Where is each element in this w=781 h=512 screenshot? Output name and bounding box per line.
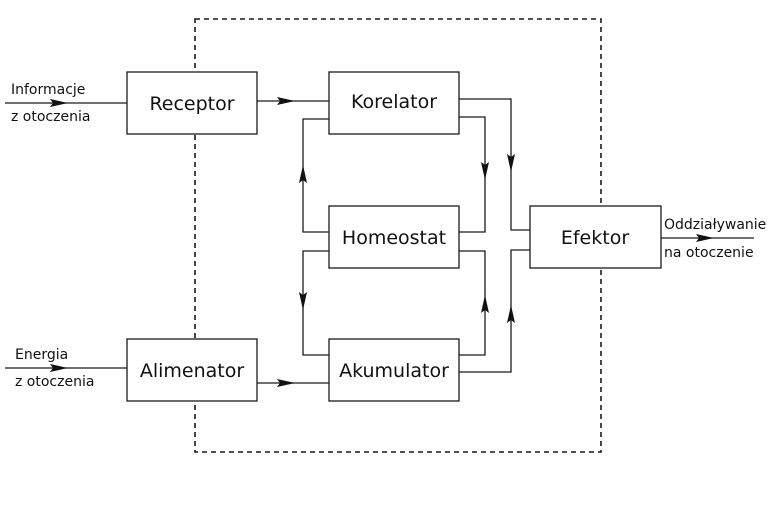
block-korelator: Korelator: [328, 71, 460, 135]
akumulator-homeostat-line: [459, 250, 486, 356]
info-label-line1: Informacje: [11, 82, 85, 98]
effect-label-line1: Oddziaływanie: [664, 217, 766, 233]
block-homeostat: Homeostat: [328, 205, 460, 269]
korelator-label: Korelator: [351, 91, 437, 113]
info-label-line2: z otoczenia: [11, 109, 90, 125]
akumulator-label: Akumulator: [339, 360, 449, 382]
arrowheads: [50, 97, 714, 387]
arrow-info-in: [50, 99, 68, 107]
alimenator-label: Alimenator: [140, 360, 245, 382]
arrow-energy-in: [50, 364, 68, 372]
arrow-down-left: [299, 292, 307, 310]
arrow-down-right: [481, 162, 489, 180]
korelator-homeostat-line: [459, 116, 486, 233]
arrow-up-efektor: [507, 305, 515, 323]
arrow-effect-out: [696, 234, 714, 242]
arrow-up-right: [481, 295, 489, 313]
arrow-up-left: [299, 165, 307, 183]
energy-label-line2: z otoczenia: [15, 374, 94, 390]
korelator-efektor-line: [459, 98, 530, 231]
block-efektor: Efektor: [529, 205, 662, 269]
efektor-label: Efektor: [561, 227, 629, 249]
receptor-label: Receptor: [149, 93, 234, 115]
homeostat-korelator-line: [302, 118, 329, 233]
arrow-alimenator-akumulator: [277, 379, 295, 387]
block-akumulator: Akumulator: [328, 338, 460, 402]
block-receptor: Receptor: [126, 71, 258, 135]
arrow-down-efektor: [507, 154, 515, 172]
homeostat-label: Homeostat: [342, 227, 446, 249]
block-alimenator: Alimenator: [126, 338, 258, 402]
arrow-receptor-korelator: [277, 97, 295, 105]
homeostat-akumulator-line: [302, 250, 329, 356]
energy-label-line1: Energia: [15, 347, 68, 363]
effect-label-line2: na otoczenie: [664, 245, 754, 261]
akumulator-efektor-line: [459, 249, 530, 373]
